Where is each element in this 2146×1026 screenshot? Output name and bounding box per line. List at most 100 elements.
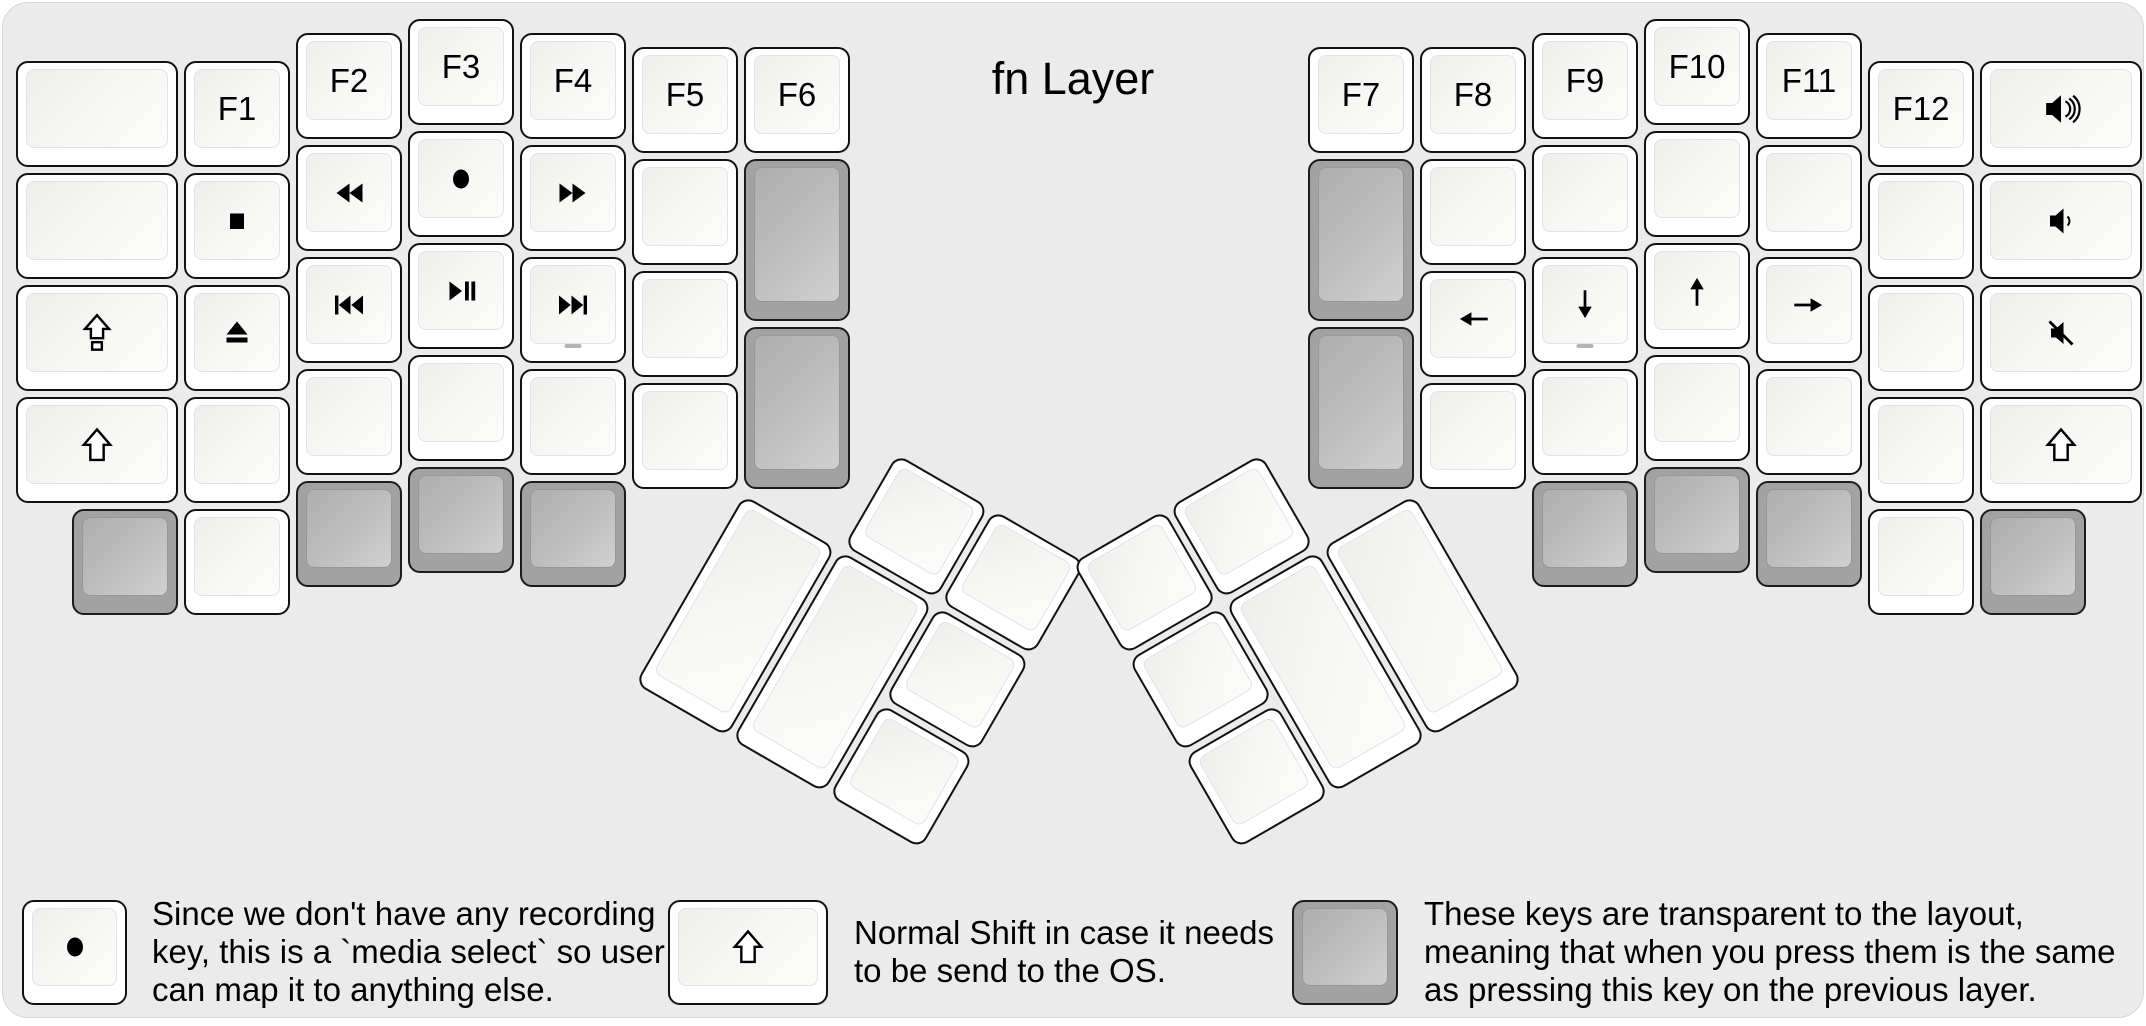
keycap-top (754, 335, 840, 470)
keycap-top (1766, 153, 1852, 232)
key-transparent[interactable] (744, 159, 850, 321)
keycap-top (530, 153, 616, 232)
key-blank[interactable] (1644, 131, 1750, 237)
keycap-top (1990, 517, 2076, 596)
key-shift[interactable] (1980, 397, 2142, 503)
key-left-arrow[interactable] (1420, 271, 1526, 377)
key-volume-up[interactable] (1980, 61, 2142, 167)
key-blank[interactable] (184, 509, 290, 615)
keycap-top (1302, 907, 1388, 986)
key-transparent[interactable] (1308, 159, 1414, 321)
key-up-arrow[interactable] (1644, 243, 1750, 349)
key-stop[interactable] (184, 173, 290, 279)
key-play-pause[interactable] (408, 243, 514, 349)
key-previous-track[interactable] (296, 257, 402, 363)
key-mute[interactable] (1980, 285, 2142, 391)
keycap-top (418, 475, 504, 554)
key-down-arrow[interactable] (1532, 257, 1638, 363)
layer-title: fn Layer (991, 53, 1155, 104)
key-f12[interactable]: F12 (1868, 61, 1974, 167)
keycap-top (1542, 265, 1628, 344)
key-blank[interactable] (408, 355, 514, 461)
key-f10[interactable]: F10 (1644, 19, 1750, 125)
key-eject[interactable] (184, 285, 290, 391)
keycap-top (642, 279, 728, 358)
key-f1[interactable]: F1 (184, 61, 290, 167)
key-blank[interactable] (1420, 383, 1526, 489)
key-transparent[interactable] (1644, 467, 1750, 573)
key-transparent[interactable] (408, 467, 514, 573)
keycap-top (530, 377, 616, 456)
keycap-top: F10 (1654, 27, 1740, 106)
key-f5[interactable]: F5 (632, 47, 738, 153)
keycap-top (306, 153, 392, 232)
keycap-top (26, 181, 168, 260)
legend-key-sample (22, 899, 127, 1005)
left-arrow-icon (1452, 298, 1494, 340)
key-caps-lock[interactable] (16, 285, 178, 391)
keycap-top (194, 405, 280, 484)
record-icon (55, 927, 95, 967)
keycap-top: F12 (1878, 69, 1964, 148)
key-blank[interactable] (1868, 285, 1974, 391)
key-blank[interactable] (1644, 355, 1750, 461)
key-blank[interactable] (632, 271, 738, 377)
key-shift[interactable] (16, 397, 178, 503)
keycap-top (754, 167, 840, 302)
key-transparent[interactable] (72, 509, 178, 615)
key-blank[interactable] (1868, 397, 1974, 503)
key-f8[interactable]: F8 (1420, 47, 1526, 153)
key-blank[interactable] (520, 369, 626, 475)
key-transparent[interactable] (520, 481, 626, 587)
key-blank[interactable] (1868, 173, 1974, 279)
key-blank[interactable] (632, 159, 738, 265)
keycap-top (1990, 69, 2132, 148)
key-f9[interactable]: F9 (1532, 33, 1638, 139)
key-blank[interactable] (1532, 145, 1638, 251)
key-blank[interactable] (16, 61, 178, 167)
key-right-arrow[interactable] (1756, 257, 1862, 363)
key-blank[interactable] (1868, 509, 1974, 615)
key-f4[interactable]: F4 (520, 33, 626, 139)
key-transparent[interactable] (744, 327, 850, 489)
keycap-top (1654, 251, 1740, 330)
key-blank[interactable] (1420, 159, 1526, 265)
key-rewind[interactable] (296, 145, 402, 251)
keycap-top (642, 167, 728, 246)
key-transparent[interactable] (1756, 481, 1862, 587)
homing-dash (1576, 344, 1594, 348)
key-record[interactable] (408, 131, 514, 237)
key-label: F8 (1453, 76, 1493, 113)
key-blank[interactable] (632, 383, 738, 489)
key-f7[interactable]: F7 (1308, 47, 1414, 153)
key-label: F1 (217, 90, 257, 127)
key-f11[interactable]: F11 (1756, 33, 1862, 139)
key-blank[interactable] (1532, 369, 1638, 475)
key-f6[interactable]: F6 (744, 47, 850, 153)
key-blank[interactable] (184, 397, 290, 503)
key-f3[interactable]: F3 (408, 19, 514, 125)
keycap-top (32, 907, 117, 986)
key-label: F7 (1341, 76, 1381, 113)
key-blank[interactable] (16, 173, 178, 279)
key-fast-forward[interactable] (520, 145, 626, 251)
legend-description: Normal Shift in case it needs to be send… (854, 914, 1275, 989)
key-record-example (22, 899, 127, 1005)
key-next-track[interactable] (520, 257, 626, 363)
key-transparent[interactable] (1532, 481, 1638, 587)
key-volume-down[interactable] (1980, 173, 2142, 279)
key-blank[interactable] (296, 369, 402, 475)
key-transparent[interactable] (1980, 509, 2086, 615)
stop-icon (217, 201, 257, 241)
caps-lock-icon (74, 310, 120, 356)
keycap-top (1542, 489, 1628, 568)
key-transparent[interactable] (296, 481, 402, 587)
key-label: F4 (553, 62, 593, 99)
keycap-top (306, 377, 392, 456)
key-f2[interactable]: F2 (296, 33, 402, 139)
key-blank[interactable] (1756, 145, 1862, 251)
keycap-top (1766, 377, 1852, 456)
key-label: F2 (329, 62, 369, 99)
key-blank[interactable] (1756, 369, 1862, 475)
key-transparent[interactable] (1308, 327, 1414, 489)
